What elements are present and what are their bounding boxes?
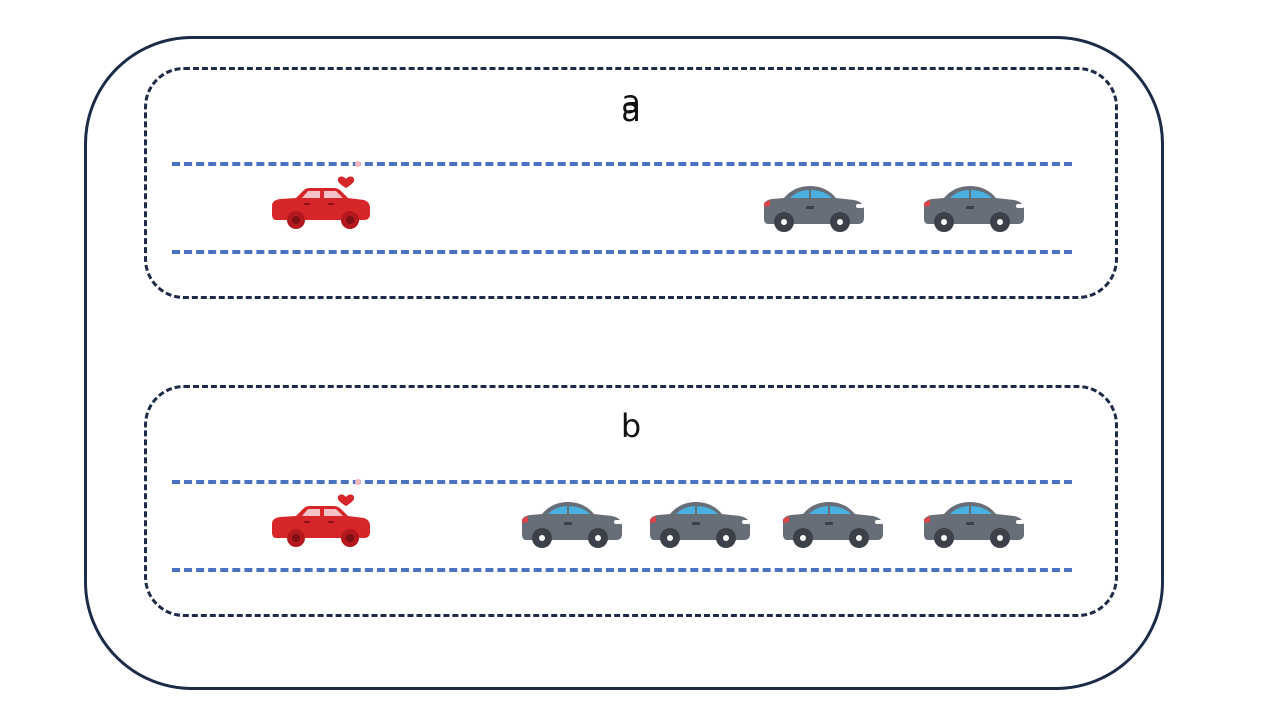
outer-frame bbox=[84, 36, 1164, 690]
grey-car-icon bbox=[648, 500, 750, 554]
scenario-b-box: b bbox=[144, 385, 1118, 617]
lane-line-b-top bbox=[172, 480, 1072, 484]
grey-car-icon bbox=[922, 500, 1024, 554]
scenario-a-box: a a bbox=[144, 67, 1118, 299]
red-car-with-heart-icon bbox=[270, 161, 372, 234]
lane-line-a-bottom bbox=[172, 250, 1072, 254]
red-car-with-heart-icon bbox=[270, 479, 372, 552]
grey-car-icon bbox=[520, 500, 622, 554]
scenario-a-label-overlay: a bbox=[621, 91, 641, 129]
lane-line-b-bottom bbox=[172, 568, 1072, 572]
lane-line-a-top bbox=[172, 162, 1072, 166]
grey-car-icon bbox=[781, 500, 883, 554]
scenario-a-label: a bbox=[621, 83, 641, 121]
grey-car-icon bbox=[762, 184, 864, 238]
grey-car-icon bbox=[922, 184, 1024, 238]
scenario-b-label: b bbox=[620, 407, 642, 445]
